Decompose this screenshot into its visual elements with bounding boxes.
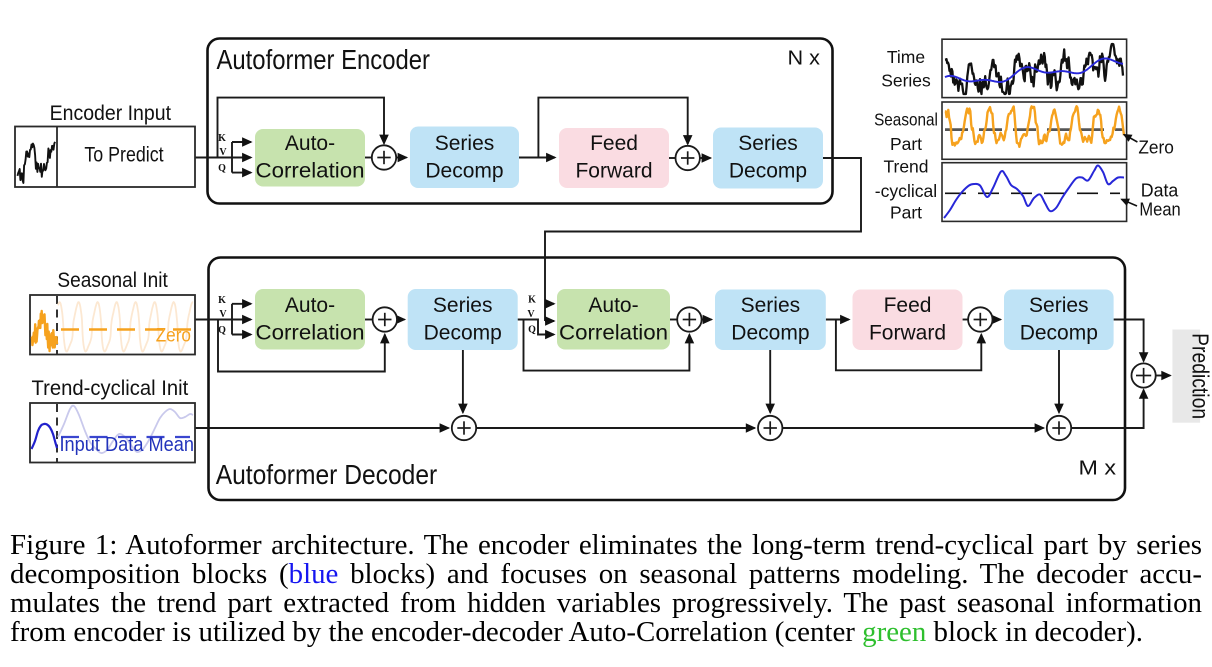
svg-text:Series: Series	[881, 71, 931, 91]
svg-text:Mean: Mean	[1139, 199, 1180, 220]
svg-text:Autoformer Decoder: Autoformer Decoder	[216, 459, 438, 490]
svg-text:Decomp: Decomp	[729, 160, 807, 183]
svg-text:M x: M x	[1079, 457, 1117, 480]
svg-text:K: K	[528, 295, 536, 306]
svg-text:Forward: Forward	[575, 160, 652, 183]
svg-text:Decomp: Decomp	[424, 321, 502, 344]
svg-text:Series: Series	[435, 132, 495, 155]
svg-text:Trend: Trend	[883, 157, 928, 177]
svg-text:N x: N x	[788, 47, 821, 70]
svg-text:K: K	[218, 295, 226, 306]
svg-text:Time: Time	[887, 47, 925, 67]
svg-text:Seasonal: Seasonal	[874, 110, 938, 130]
svg-text:V: V	[527, 309, 535, 320]
svg-text:Zero: Zero	[1138, 136, 1174, 157]
svg-text:Seasonal Init: Seasonal Init	[57, 268, 167, 292]
svg-text:Data: Data	[1141, 180, 1179, 201]
svg-text:Part: Part	[890, 134, 922, 154]
svg-text:Decomp: Decomp	[1020, 321, 1098, 344]
svg-text:V: V	[219, 309, 227, 320]
svg-text:Part: Part	[890, 203, 922, 223]
svg-text:Auto-: Auto-	[285, 294, 335, 317]
svg-text:Decomp: Decomp	[731, 321, 809, 344]
svg-text:Prediction: Prediction	[1188, 333, 1212, 419]
svg-text:Correlation: Correlation	[256, 160, 365, 183]
svg-text:V: V	[219, 147, 227, 158]
svg-text:Feed: Feed	[884, 294, 932, 317]
svg-text:-cyclical: -cyclical	[875, 181, 937, 201]
svg-text:Correlation: Correlation	[256, 321, 365, 344]
svg-text:Series: Series	[738, 132, 798, 155]
svg-text:Series: Series	[433, 294, 493, 317]
svg-text:Decomp: Decomp	[425, 160, 503, 183]
svg-text:Auto-: Auto-	[285, 132, 335, 155]
svg-text:Input Data Mean: Input Data Mean	[60, 433, 195, 456]
svg-text:Auto-: Auto-	[588, 294, 638, 317]
svg-text:Zero: Zero	[156, 326, 191, 347]
svg-text:Q: Q	[218, 325, 226, 336]
svg-text:Series: Series	[1029, 294, 1089, 317]
svg-text:Series: Series	[741, 294, 801, 317]
svg-text:To Predict: To Predict	[84, 144, 163, 167]
svg-text:Forward: Forward	[869, 321, 946, 344]
svg-text:Q: Q	[218, 163, 226, 174]
svg-text:Trend-cyclical Init: Trend-cyclical Init	[32, 376, 189, 400]
svg-text:Feed: Feed	[590, 132, 638, 155]
svg-text:Encoder Input: Encoder Input	[50, 101, 171, 125]
svg-text:Autoformer Encoder: Autoformer Encoder	[217, 44, 431, 75]
svg-text:Correlation: Correlation	[559, 321, 668, 344]
svg-text:K: K	[218, 133, 226, 144]
svg-text:Q: Q	[528, 325, 536, 336]
